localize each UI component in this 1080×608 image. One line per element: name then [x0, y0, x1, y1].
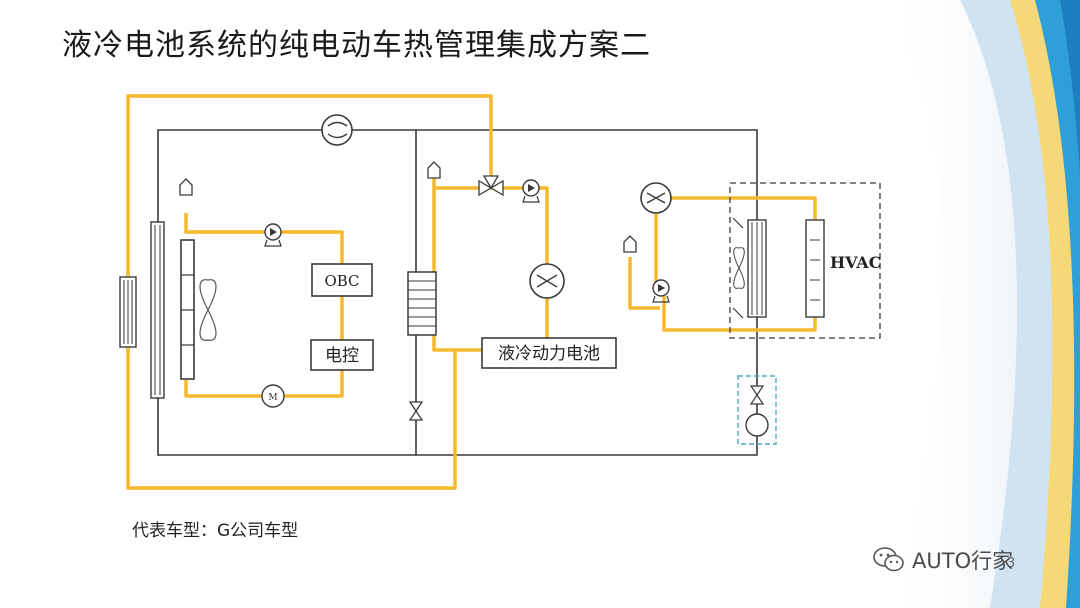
- watermark-text: AUTO行家: [912, 549, 1014, 573]
- expansion-tank-icon: [179, 178, 193, 196]
- three-way-valve-icon: [478, 175, 504, 197]
- motor-label: M: [268, 393, 277, 403]
- slide-caption: 代表车型：G公司车型: [132, 521, 299, 541]
- battery-label: 液冷动力电池: [498, 344, 600, 364]
- wechat-icon: [873, 547, 904, 572]
- battery-box: 液冷动力电池: [481, 337, 617, 369]
- motor-controller-label: 电控: [325, 346, 359, 366]
- fan-icon: [733, 247, 745, 289]
- hvac-heater-icon: [640, 182, 672, 214]
- expansion-valve-icon: [408, 401, 424, 421]
- page-number: 3: [1007, 556, 1016, 571]
- accumulator-module: [737, 375, 777, 445]
- hvac-module: HVAC: [729, 182, 881, 339]
- motor-icon: M: [261, 384, 285, 408]
- compressor-icon: [321, 114, 353, 146]
- slide-title: 液冷电池系统的纯电动车热管理集成方案二: [62, 28, 651, 63]
- pump-icon: [652, 279, 670, 303]
- front-radiator-icon: [119, 276, 137, 348]
- obc-label: OBC: [324, 272, 359, 290]
- chiller-icon: [407, 271, 437, 336]
- motor-controller-box: 电控: [310, 339, 374, 371]
- obc-box: OBC: [311, 263, 373, 297]
- fan-icon: [199, 279, 217, 341]
- condenser-icon: [150, 221, 165, 399]
- pump-icon: [522, 179, 540, 203]
- expansion-tank-icon: [623, 235, 637, 253]
- pump-icon: [264, 223, 282, 247]
- expansion-tank-icon: [427, 161, 441, 179]
- coolant-loops: [126, 94, 817, 490]
- hvac-label: HVAC: [830, 253, 881, 272]
- radiator-icon: [180, 239, 195, 380]
- watermark: AUTO行家: [872, 543, 1013, 577]
- heater-icon: [529, 263, 565, 299]
